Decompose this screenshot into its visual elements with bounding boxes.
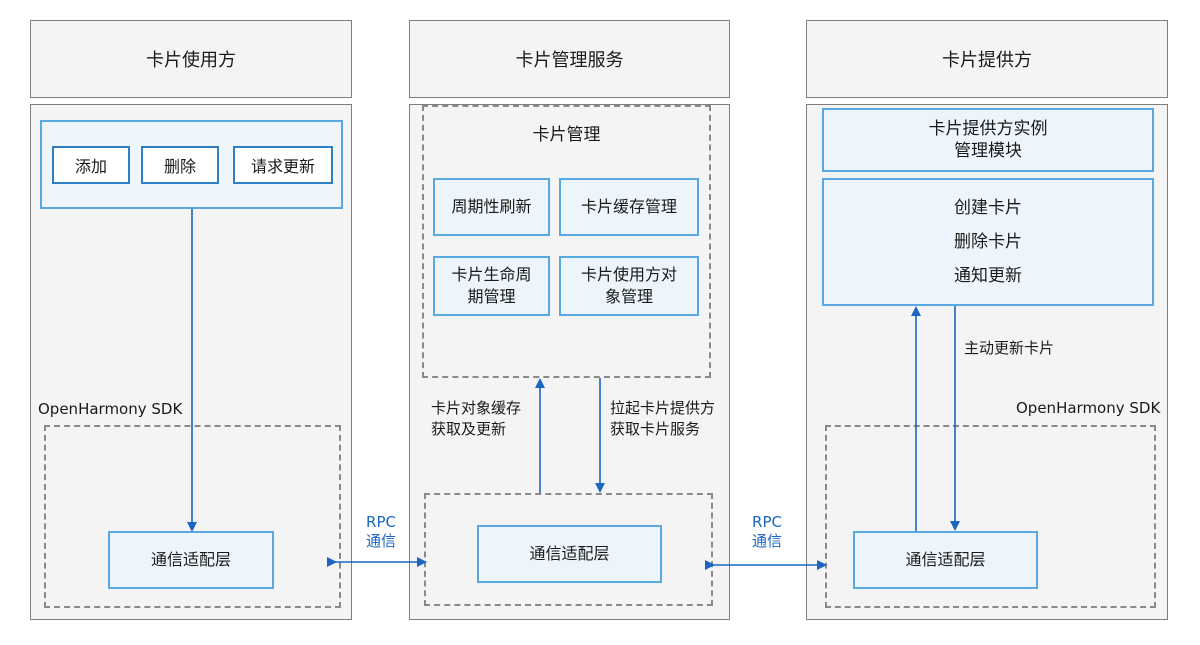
card-management-group [422, 105, 711, 378]
manager-title: 卡片管理服务 [515, 50, 624, 71]
consumer-object-label: 卡片使用方对象管理 [580, 265, 677, 306]
provider-adapter-label: 通信适配层 [905, 550, 986, 569]
card-management-title: 卡片管理 [532, 125, 601, 145]
delete-button[interactable]: 删除 [141, 146, 219, 184]
provider-sdk-area [825, 425, 1156, 608]
manager-sdk-area [424, 493, 713, 606]
card-lifecycle-label: 卡片生命周期管理 [451, 265, 532, 306]
active-update-label: 主动更新卡片 [964, 339, 1055, 357]
consumer-title-box: 卡片使用方 [30, 20, 352, 98]
periodic-refresh-module: 周期性刷新 [433, 178, 550, 236]
manager-adapter: 通信适配层 [477, 525, 662, 583]
rpc-label-left: RPC 通信 [365, 513, 396, 550]
cache-update-label: 卡片对象缓存 获取及更新 [431, 399, 522, 438]
manager-adapter-label: 通信适配层 [529, 544, 610, 563]
card-cache-module: 卡片缓存管理 [559, 178, 699, 236]
delete-card-label: 删除卡片 [954, 232, 1022, 252]
consumer-object-module: 卡片使用方对象管理 [559, 256, 699, 316]
provider-adapter: 通信适配层 [853, 531, 1038, 589]
periodic-refresh-label: 周期性刷新 [451, 197, 532, 216]
request-update-button[interactable]: 请求更新 [233, 146, 333, 184]
consumer-adapter: 通信适配层 [108, 531, 274, 589]
consumer-sdk-label: OpenHarmony SDK [38, 400, 183, 418]
create-card-label: 创建卡片 [954, 198, 1022, 218]
provider-instance-module: 卡片提供方实例 管理模块 [822, 108, 1154, 172]
consumer-title: 卡片使用方 [146, 50, 236, 71]
manager-title-box: 卡片管理服务 [409, 20, 730, 98]
provider-sdk-label: OpenHarmony SDK [1016, 399, 1161, 417]
consumer-adapter-label: 通信适配层 [150, 550, 231, 569]
rpc-label-right: RPC 通信 [751, 513, 782, 550]
provider-title: 卡片提供方 [942, 50, 1032, 71]
add-button[interactable]: 添加 [52, 146, 130, 184]
request-update-button-label: 请求更新 [250, 157, 315, 176]
launch-provider-label: 拉起卡片提供方 获取卡片服务 [610, 399, 716, 438]
provider-title-box: 卡片提供方 [806, 20, 1168, 98]
add-button-label: 添加 [74, 157, 107, 176]
provider-actions-module: 创建卡片 删除卡片 通知更新 [822, 178, 1154, 306]
delete-button-label: 删除 [163, 157, 196, 176]
card-cache-label: 卡片缓存管理 [580, 197, 677, 216]
provider-instance-label: 卡片提供方实例 管理模块 [928, 119, 1048, 161]
notify-update-label: 通知更新 [954, 266, 1022, 286]
card-lifecycle-module: 卡片生命周期管理 [433, 256, 550, 316]
